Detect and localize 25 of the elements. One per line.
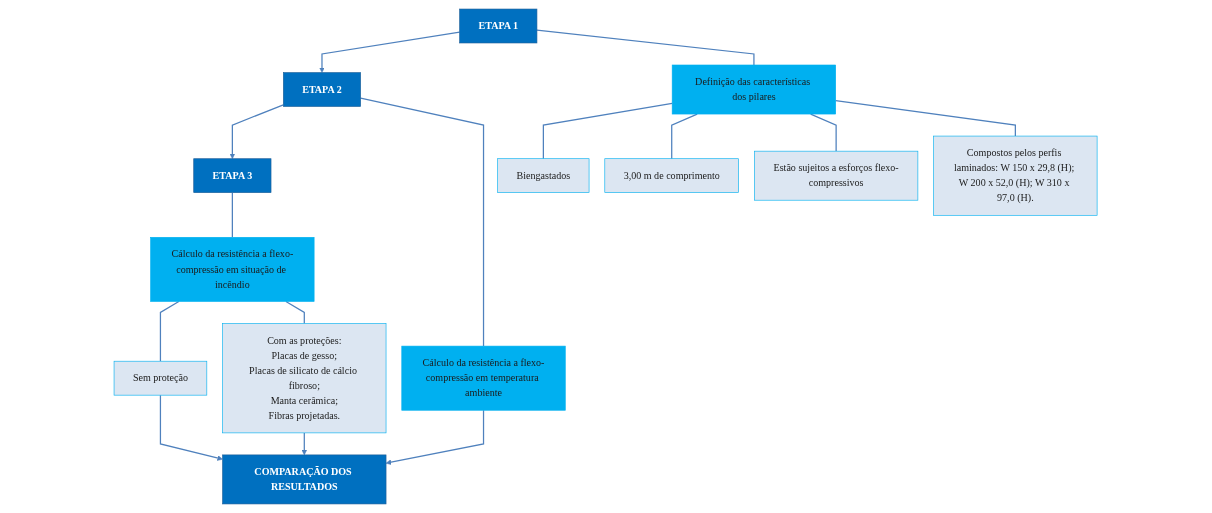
node-box: Definição das características dos pilares — [672, 64, 837, 115]
connector — [285, 300, 306, 325]
arrow — [301, 432, 308, 456]
node-box: Biengastados — [497, 158, 590, 193]
node-box: Cálculo da resistência a flexo-compressão em temperatura ambiente — [401, 345, 566, 411]
connector — [360, 97, 485, 347]
arrow — [230, 104, 285, 159]
connector — [160, 300, 180, 362]
node-box: Estão sujeitos a esforços flexo-compressivos — [754, 150, 919, 201]
connector — [543, 102, 674, 160]
node-box: ETAPA 1 — [459, 8, 538, 44]
node-box: Com as proteções: Placas de gesso; Placas de silicato de cálcio fibroso; Manta cerâmica; Fibras projetadas. — [222, 323, 387, 434]
connector — [536, 29, 755, 66]
connector — [232, 192, 234, 238]
node-box: 3,00 m de comprimento — [604, 158, 740, 193]
arrow — [319, 31, 461, 73]
node-box: ETAPA 3 — [193, 158, 272, 193]
node-box: Sem proteção — [114, 360, 208, 396]
node-box: ETAPA 2 — [283, 72, 362, 107]
node-box: Cálculo da resistência a flexo-compressão em situação de incêndio — [150, 237, 315, 302]
node-box: Compostos pelos perfis laminados: W 150 x 29,8 (H); W 200 x 52,0 (H); W 310 x 97,0 (H). — [933, 135, 1098, 216]
connector — [835, 100, 1017, 137]
node-box: COMPARAÇÃO DOS RESULTADOS — [222, 454, 387, 505]
arrow — [386, 409, 485, 465]
arrow — [160, 394, 224, 461]
